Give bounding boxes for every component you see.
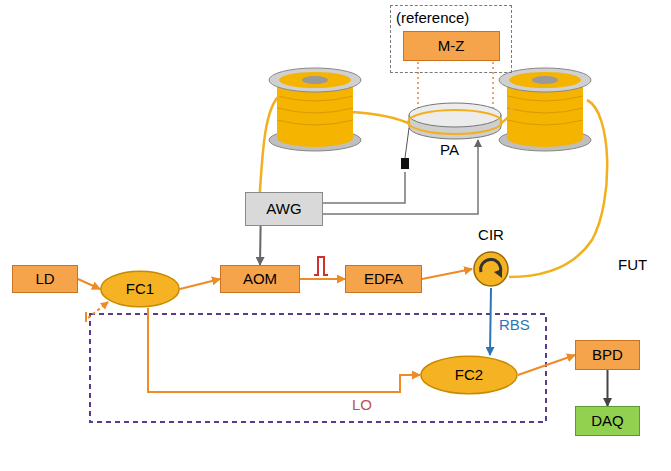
fiber-spool: [269, 68, 361, 151]
signal-label: LO: [350, 396, 374, 414]
fiber: [258, 96, 607, 277]
node-label: (reference): [396, 9, 469, 27]
signal-connector: [607, 370, 609, 406]
signal-connector: [518, 355, 575, 375]
node-label: BPD: [592, 346, 623, 364]
acquisition-box: DAQ: [575, 406, 640, 436]
receiver-group-box: [90, 314, 546, 422]
node-label: FC1: [126, 280, 154, 298]
node-label: LD: [35, 270, 54, 288]
part-label: FUT: [618, 256, 647, 274]
signal-connector: [259, 226, 262, 265]
laser-box: LD: [12, 265, 78, 293]
reference-group: (reference) M-Z: [390, 5, 512, 73]
coupler-ellipse: FC2: [420, 355, 518, 395]
reference-link: [417, 62, 419, 108]
node-label: AOM: [243, 270, 277, 288]
signal-connector: [180, 279, 220, 289]
circulator-node: CIR: [463, 226, 519, 298]
coupler-ellipse: FC1: [100, 270, 180, 308]
node-label: CIR: [478, 226, 504, 244]
piezo-actuator: [401, 103, 502, 169]
circulator-icon: [472, 250, 510, 288]
unused-port-arrow: [88, 302, 108, 318]
node-label: FC2: [455, 366, 483, 384]
node-label: EDFA: [364, 270, 403, 288]
signal-connector: [422, 269, 472, 279]
signal-connector: [78, 279, 100, 289]
signal-label: RBS: [497, 316, 532, 334]
part-label: PA: [440, 141, 459, 159]
detector-box: BPD: [575, 340, 640, 370]
interferometer-box: M-Z: [403, 31, 500, 61]
pulse-symbol: [314, 257, 328, 275]
drive-wire: [323, 172, 405, 203]
signal-connector: [490, 288, 491, 355]
modulator-box: AOM: [220, 265, 300, 293]
node-label: DAQ: [591, 412, 624, 430]
fiber-spool: [499, 68, 591, 151]
node-label: AWG: [266, 200, 301, 218]
signal-connector: [148, 308, 420, 392]
drive-wire: [323, 140, 478, 214]
signal-connector: [300, 278, 345, 280]
node-label: M-Z: [438, 37, 465, 55]
amplifier-box: EDFA: [345, 265, 422, 293]
reference-link: [492, 62, 494, 108]
generator-box: AWG: [245, 192, 323, 226]
port-tick: [85, 312, 87, 322]
